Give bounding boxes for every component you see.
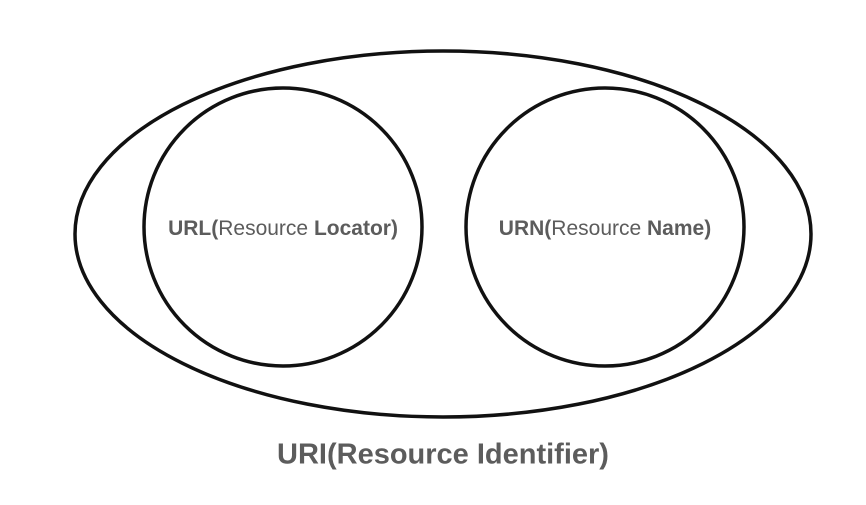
- url-label-middle: Resource: [218, 217, 314, 240]
- urn-label: URN(Resource Name): [499, 217, 711, 241]
- url-label-prefix: URL(: [168, 217, 219, 240]
- urn-label-suffix: Name): [647, 217, 712, 240]
- url-label: URL(Resource Locator): [168, 217, 398, 241]
- url-circle: [142, 86, 424, 368]
- urn-circle: [464, 86, 746, 368]
- url-label-suffix: Locator): [313, 217, 398, 240]
- uri-label: URI(Resource Identifier): [277, 438, 609, 471]
- urn-label-prefix: URN(: [498, 217, 552, 240]
- urn-label-middle: Resource: [551, 217, 648, 240]
- uri-ellipse: [73, 49, 813, 419]
